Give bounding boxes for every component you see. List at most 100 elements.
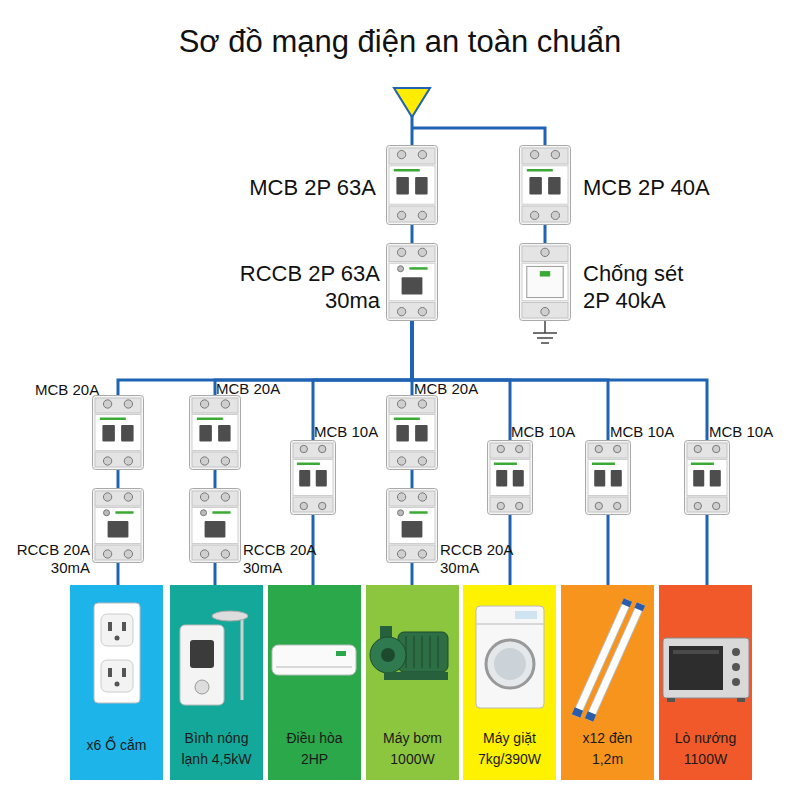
terminal-block — [687, 443, 727, 458]
terminal-block — [389, 148, 435, 164]
brand-strip — [394, 169, 420, 172]
terminal-block — [95, 545, 141, 560]
terminal-block — [389, 491, 435, 506]
terminal-screw — [541, 248, 549, 256]
ground-symbol — [533, 333, 557, 343]
terminal-block — [490, 443, 530, 458]
terminal-screw — [397, 211, 405, 219]
residual-current-breaker: RCCB 2P 63A 30ma — [386, 243, 438, 321]
brand-strip — [691, 463, 714, 466]
device-body — [520, 244, 571, 321]
terminal-screw — [595, 502, 602, 509]
terminal-screw — [397, 493, 405, 501]
device-label: MCB 10A — [511, 423, 596, 441]
device-body — [685, 441, 730, 515]
terminal-screw — [497, 445, 504, 452]
device-outline — [92, 488, 144, 563]
terminal-screw — [418, 457, 426, 465]
terminal-screw — [713, 445, 720, 452]
terminal-screw — [694, 502, 701, 509]
terminal-block — [95, 491, 141, 506]
terminal-screw — [614, 502, 621, 509]
test-button — [398, 510, 404, 516]
device-front — [389, 166, 435, 204]
device-front — [588, 460, 628, 496]
device-front — [389, 508, 435, 544]
terminal-screw — [124, 400, 132, 408]
brand-strip — [494, 463, 517, 466]
device-label: RCCB 2P 63A 30ma — [220, 260, 380, 314]
device-body — [520, 146, 571, 225]
device-label: MCB 20A — [216, 380, 301, 398]
device-label: MCB 10A — [709, 423, 794, 441]
appliance-label: x12 đèn 1,2m — [571, 728, 645, 770]
terminal-block — [522, 302, 568, 318]
toggle-handle — [415, 425, 427, 442]
appliance-box: x6 Ổ cắm — [70, 585, 163, 780]
appliance-label: Điều hòa 2HP — [279, 728, 351, 770]
supply-symbol — [394, 88, 430, 117]
toggle-handle — [396, 425, 408, 442]
device-outline — [290, 440, 336, 515]
toggle-handle — [529, 177, 541, 195]
terminal-screw — [595, 445, 602, 452]
terminal-screw — [418, 493, 426, 501]
toggle-handle — [496, 470, 507, 487]
toggle-handle — [402, 521, 423, 538]
toggle-handle — [402, 277, 423, 294]
toggle-handle — [316, 470, 327, 487]
device-label: Chống sét 2P 40kA — [583, 260, 698, 314]
brand-strip — [100, 418, 126, 421]
terminal-screw — [614, 445, 621, 452]
terminal-screw — [551, 211, 559, 219]
terminal-screw — [124, 550, 132, 558]
device-outline — [684, 440, 730, 515]
toggle-handle — [102, 425, 114, 442]
terminal-block — [192, 452, 238, 467]
appliance-box: Máy bơm 1000W — [366, 585, 459, 780]
test-button — [201, 510, 207, 516]
terminal-screw — [221, 457, 229, 465]
appliance-label: Bình nóng lạnh 4,5kW — [178, 728, 256, 770]
toggle-handle — [513, 470, 524, 487]
brand-strip — [297, 463, 320, 466]
terminal-block — [588, 497, 628, 512]
terminal-block — [389, 452, 435, 467]
brand-strip — [115, 511, 133, 514]
terminal-block — [389, 302, 435, 318]
brand-strip — [409, 511, 427, 514]
wire — [544, 225, 547, 243]
toggle-handle — [415, 177, 427, 195]
device-front — [522, 263, 568, 300]
terminal-screw — [103, 400, 111, 408]
surge-cartridge — [527, 266, 563, 297]
device-label: MCB 2P 63A — [196, 175, 376, 201]
terminal-screw — [221, 400, 229, 408]
terminal-screw — [200, 400, 208, 408]
device-body — [291, 441, 336, 515]
appliance-label: Lò nướng 1100W — [668, 728, 744, 770]
supply-wire — [412, 112, 545, 145]
terminal-screw — [713, 502, 720, 509]
terminal-screw — [551, 150, 559, 158]
terminal-block — [293, 443, 333, 458]
terminal-block — [95, 398, 141, 413]
residual-current-breaker: RCCB 20A 30mA — [189, 488, 241, 563]
terminal-screw — [300, 445, 307, 452]
terminal-screw — [516, 502, 523, 509]
device-label: MCB 2P 40A — [583, 175, 763, 201]
appliance-label: x6 Ổ cắm — [72, 735, 162, 756]
terminal-screw — [397, 457, 405, 465]
wire — [411, 470, 414, 488]
terminal-screw — [319, 445, 326, 452]
terminal-screw — [124, 457, 132, 465]
terminal-block — [95, 452, 141, 467]
terminal-block — [588, 443, 628, 458]
toggle-handle — [693, 470, 704, 487]
terminal-screw — [497, 502, 504, 509]
circuit-breaker: MCB 10A — [290, 440, 336, 515]
terminal-screw — [694, 445, 701, 452]
device-outline — [189, 395, 241, 470]
terminal-screw — [300, 502, 307, 509]
